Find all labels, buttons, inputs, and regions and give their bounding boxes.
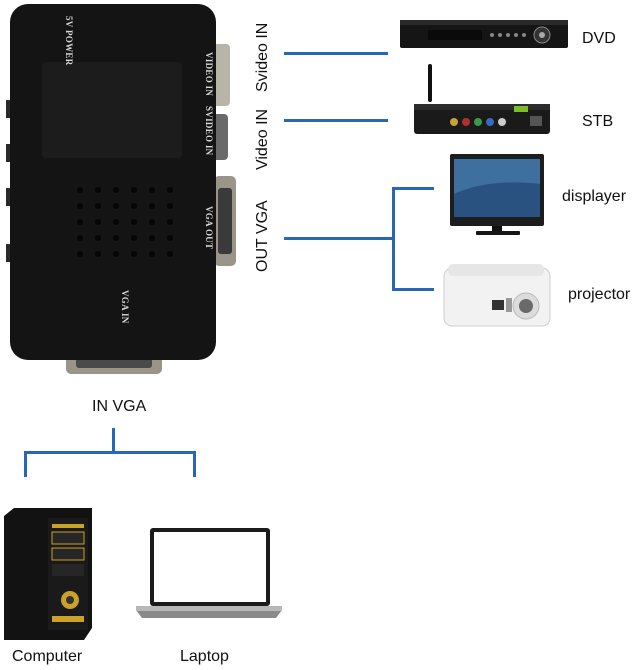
svideo-in-label: Svideo IN bbox=[254, 22, 271, 92]
projector-branch-line bbox=[392, 288, 434, 291]
displayer-label: displayer bbox=[562, 188, 627, 205]
set-top-box-icon bbox=[414, 64, 550, 134]
vga-out-port-label: VGA OUT bbox=[204, 206, 214, 250]
converter-illustration bbox=[6, 4, 236, 374]
laptop-icon bbox=[136, 528, 282, 618]
monitor-icon bbox=[450, 154, 544, 235]
video-in-port-icon bbox=[212, 44, 230, 106]
laptop-branch-line bbox=[193, 451, 196, 477]
dvd-recorder-icon bbox=[400, 20, 568, 48]
svideo-in-port-label: SVIDEO IN bbox=[204, 106, 214, 156]
displayer-branch-line bbox=[392, 187, 434, 190]
video-in-port-label: VIDEO IN bbox=[204, 52, 214, 97]
converter-body bbox=[10, 4, 216, 360]
dvd-label: DVD bbox=[582, 30, 616, 47]
video-connector-line bbox=[284, 119, 388, 122]
in-vga-label: IN VGA bbox=[92, 398, 147, 415]
projector-label: projector bbox=[568, 286, 631, 303]
power-port-label: 5V POWER bbox=[64, 16, 74, 66]
vga-converter-box: 5V POWER VIDEO IN SVIDEO IN VGA OUT VGA … bbox=[6, 4, 236, 374]
in-vga-connector-stem bbox=[112, 428, 115, 452]
vent-grille-icon bbox=[77, 187, 173, 257]
computer-label: Computer bbox=[12, 648, 83, 665]
in-vga-branch-horizontal bbox=[24, 451, 196, 454]
computer-tower-icon bbox=[4, 508, 92, 640]
out-vga-connector-line bbox=[284, 237, 394, 240]
computer-branch-line bbox=[24, 451, 27, 477]
projector-icon bbox=[443, 264, 551, 327]
out-vga-branch-vertical bbox=[392, 187, 395, 291]
svideo-connector-line bbox=[284, 52, 388, 55]
stb-label: STB bbox=[582, 113, 614, 130]
vga-in-port-label: VGA IN bbox=[120, 290, 130, 324]
out-vga-label: OUT VGA bbox=[254, 200, 271, 272]
laptop-label: Laptop bbox=[180, 648, 229, 665]
video-in-label: Video IN bbox=[254, 108, 271, 170]
